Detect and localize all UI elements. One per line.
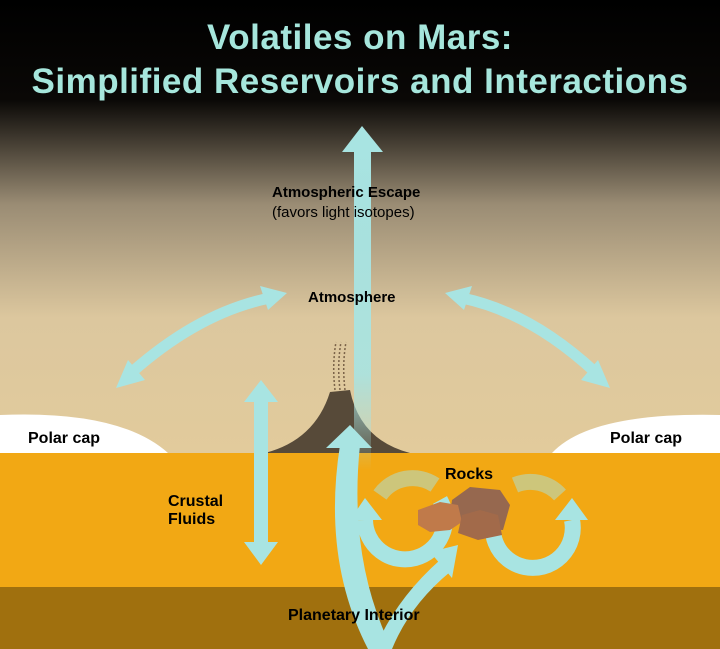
rock-cycle-left-arrowhead — [350, 498, 382, 520]
escape-sublabel: (favors light isotopes) — [272, 204, 415, 221]
title-line-1: Volatiles on Mars: — [207, 18, 513, 57]
polar-cap-left — [0, 414, 168, 453]
atmosphere-label: Atmosphere — [308, 289, 396, 306]
crustal-fluids-label-2: Fluids — [168, 511, 216, 528]
atmosphere-polar-left-arrow — [128, 292, 272, 377]
interior-to-rocks-arrow — [375, 560, 450, 649]
rock-cycle-right-arrowhead — [555, 498, 588, 520]
crustal-fluids-arrow — [244, 380, 278, 565]
atmosphere-polar-right-arrow — [460, 292, 599, 377]
escape-label: Atmospheric Escape — [272, 184, 421, 201]
interior-to-volcano-arrow — [334, 445, 392, 649]
rocks-illustration — [418, 487, 510, 540]
volcano — [265, 390, 410, 453]
polar-cap-right — [552, 414, 720, 453]
crustal-fluids-label-1: Crustal — [168, 493, 224, 510]
rocks-label: Rocks — [445, 466, 494, 483]
volcano-plume — [332, 341, 347, 391]
polar-cap-left-label: Polar cap — [28, 430, 101, 447]
escape-arrow — [342, 126, 383, 470]
title-line-2: Simplified Reservoirs and Interactions — [31, 62, 689, 101]
polar-cap-right-label: Polar cap — [610, 430, 683, 447]
planetary-interior-label: Planetary Interior — [288, 607, 420, 624]
